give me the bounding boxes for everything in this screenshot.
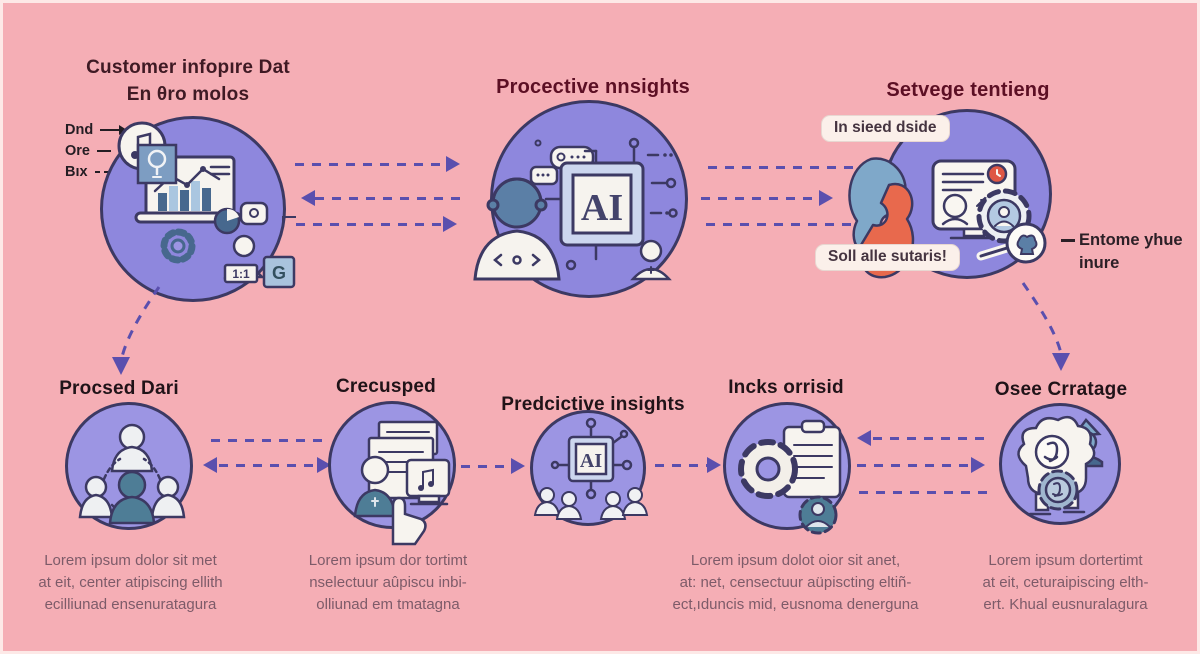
side-label-bix: Bıx <box>65 163 88 180</box>
flow-arrow-both <box>219 464 319 467</box>
arrowhead-left-icon <box>301 190 315 206</box>
person-gear-icon <box>798 495 838 535</box>
node-title-customer-data: Customer infopıre Dat En θro molos <box>86 57 290 105</box>
arrowhead-right-icon <box>443 216 457 232</box>
person-lead-icon <box>108 470 156 525</box>
node-circle-team <box>65 402 193 530</box>
lightbulb-card-icon <box>136 143 178 185</box>
flow-line <box>706 223 878 226</box>
pie-chart-icon <box>213 207 241 235</box>
gear-icon <box>738 439 798 499</box>
pointing-hand-icon <box>391 496 427 546</box>
clipboard-icon <box>782 419 842 499</box>
connector-corner <box>282 216 296 226</box>
round-emblem-icon <box>1037 469 1079 511</box>
arrowhead-right-icon <box>317 457 331 473</box>
circuit-marks-icon <box>646 153 678 218</box>
node-title-processed-data: Procsed Dari <box>59 378 179 399</box>
callout-bottom: Soll alle sutaris! <box>815 244 960 271</box>
node-circle-osee <box>999 403 1121 525</box>
ai-chip-people-icon: AI <box>533 417 649 520</box>
arrowhead-right-icon <box>446 156 460 172</box>
flow-arrow-right <box>857 464 973 467</box>
arrowhead-left-icon <box>857 430 871 446</box>
person-icon <box>150 475 186 519</box>
node-description: Lorem ipsum dor tortimt nselectuur aûpis… <box>308 552 468 613</box>
node-title-osee-crratage: Osee Crratage <box>994 379 1128 400</box>
flow-arrow-left <box>873 437 991 440</box>
letter-emblem-icon <box>1034 434 1070 470</box>
analytics-dashboard-icon: 1:1 G <box>117 121 296 289</box>
arrowhead-right-icon <box>707 457 721 473</box>
flow-arrow-right <box>655 464 709 467</box>
service-monitor-icon <box>931 159 1047 264</box>
person-icon <box>110 423 154 473</box>
node-title-service-retention: Setvege tentieng <box>886 79 1050 101</box>
connector-arrow-icon <box>100 124 128 135</box>
ai-chip-person-icon: AI <box>473 137 678 281</box>
side-label-dnd: Dnd <box>65 121 94 138</box>
node-circle-predictive: AI <box>530 410 649 526</box>
gear-clipboard-icon <box>738 419 842 535</box>
ai-chip-label: AI <box>580 450 602 472</box>
connector-line-icon <box>97 149 111 152</box>
chat-bubble-icon <box>239 201 269 226</box>
music-monitor-icon <box>405 458 451 506</box>
curved-arrow-down-right <box>1021 282 1070 371</box>
flow-arrow-right <box>295 163 447 166</box>
person-one-to-one-icon: 1:1 <box>223 234 265 284</box>
side-label-row: Dnd <box>65 119 128 140</box>
flow-arrow-right <box>296 223 444 226</box>
node-circle-operations <box>723 402 851 535</box>
person-headset-icon <box>473 177 561 281</box>
arrowhead-right-icon <box>511 458 525 474</box>
g-app-square-icon: G <box>262 255 296 289</box>
node-description: Lorem ipsum dortertimt at eit, ceturaipi… <box>982 552 1149 613</box>
side-label-ore: Ore <box>65 142 90 159</box>
small-person-icon <box>630 239 672 281</box>
flow-arrow-right <box>461 465 513 468</box>
node-title-crecusped: Crecusped <box>335 376 436 397</box>
ai-chip-icon: AI <box>550 417 633 500</box>
node-description: Lorem ipsum dolor sit met at eit, center… <box>38 552 223 613</box>
node-circle-ai-insights: AI <box>473 100 688 298</box>
flow-line <box>708 166 880 169</box>
flow-arrow-left <box>315 197 460 200</box>
node-title-proactive-insights: Procective nnsights <box>496 76 690 98</box>
node-circle-documents <box>328 401 456 546</box>
side-note-entome: Entome yhue inure <box>1079 231 1183 273</box>
arrowhead-right-icon <box>819 190 833 206</box>
g-label: G <box>272 263 286 283</box>
arrowhead-left-icon <box>203 457 217 473</box>
curved-arrow-down-left <box>112 286 161 375</box>
ai-chip-label: AI <box>581 187 623 229</box>
document-review-icon <box>353 420 451 546</box>
arrowhead-right-icon <box>971 457 985 473</box>
flow-line <box>859 491 991 494</box>
flow-line <box>211 439 329 442</box>
person-icon <box>78 475 114 519</box>
ai-chip-icon: AI <box>544 137 677 271</box>
node-circle-customer-data: 1:1 G <box>100 116 296 302</box>
node-description: Lorem ipsum dolot oior sit anet, at: net… <box>672 552 919 613</box>
gear-icon <box>160 228 196 264</box>
magnifier-person-icon <box>976 222 1047 264</box>
side-label-row: Ore <box>65 140 121 161</box>
abstract-figures-icon <box>1017 415 1104 516</box>
callout-top: In sieed dside <box>821 115 950 142</box>
node-title-predictive-insights: Predcictive insights <box>501 394 685 415</box>
side-note-connector <box>1061 239 1075 242</box>
team-group-icon <box>78 423 186 525</box>
documents-icon <box>367 420 439 500</box>
node-title-incks-orrisid: Incks orrisid <box>728 377 844 398</box>
audience-people-icon <box>533 487 649 520</box>
flow-arrow-right <box>701 197 821 200</box>
one-to-one-badge: 1:1 <box>232 267 250 281</box>
